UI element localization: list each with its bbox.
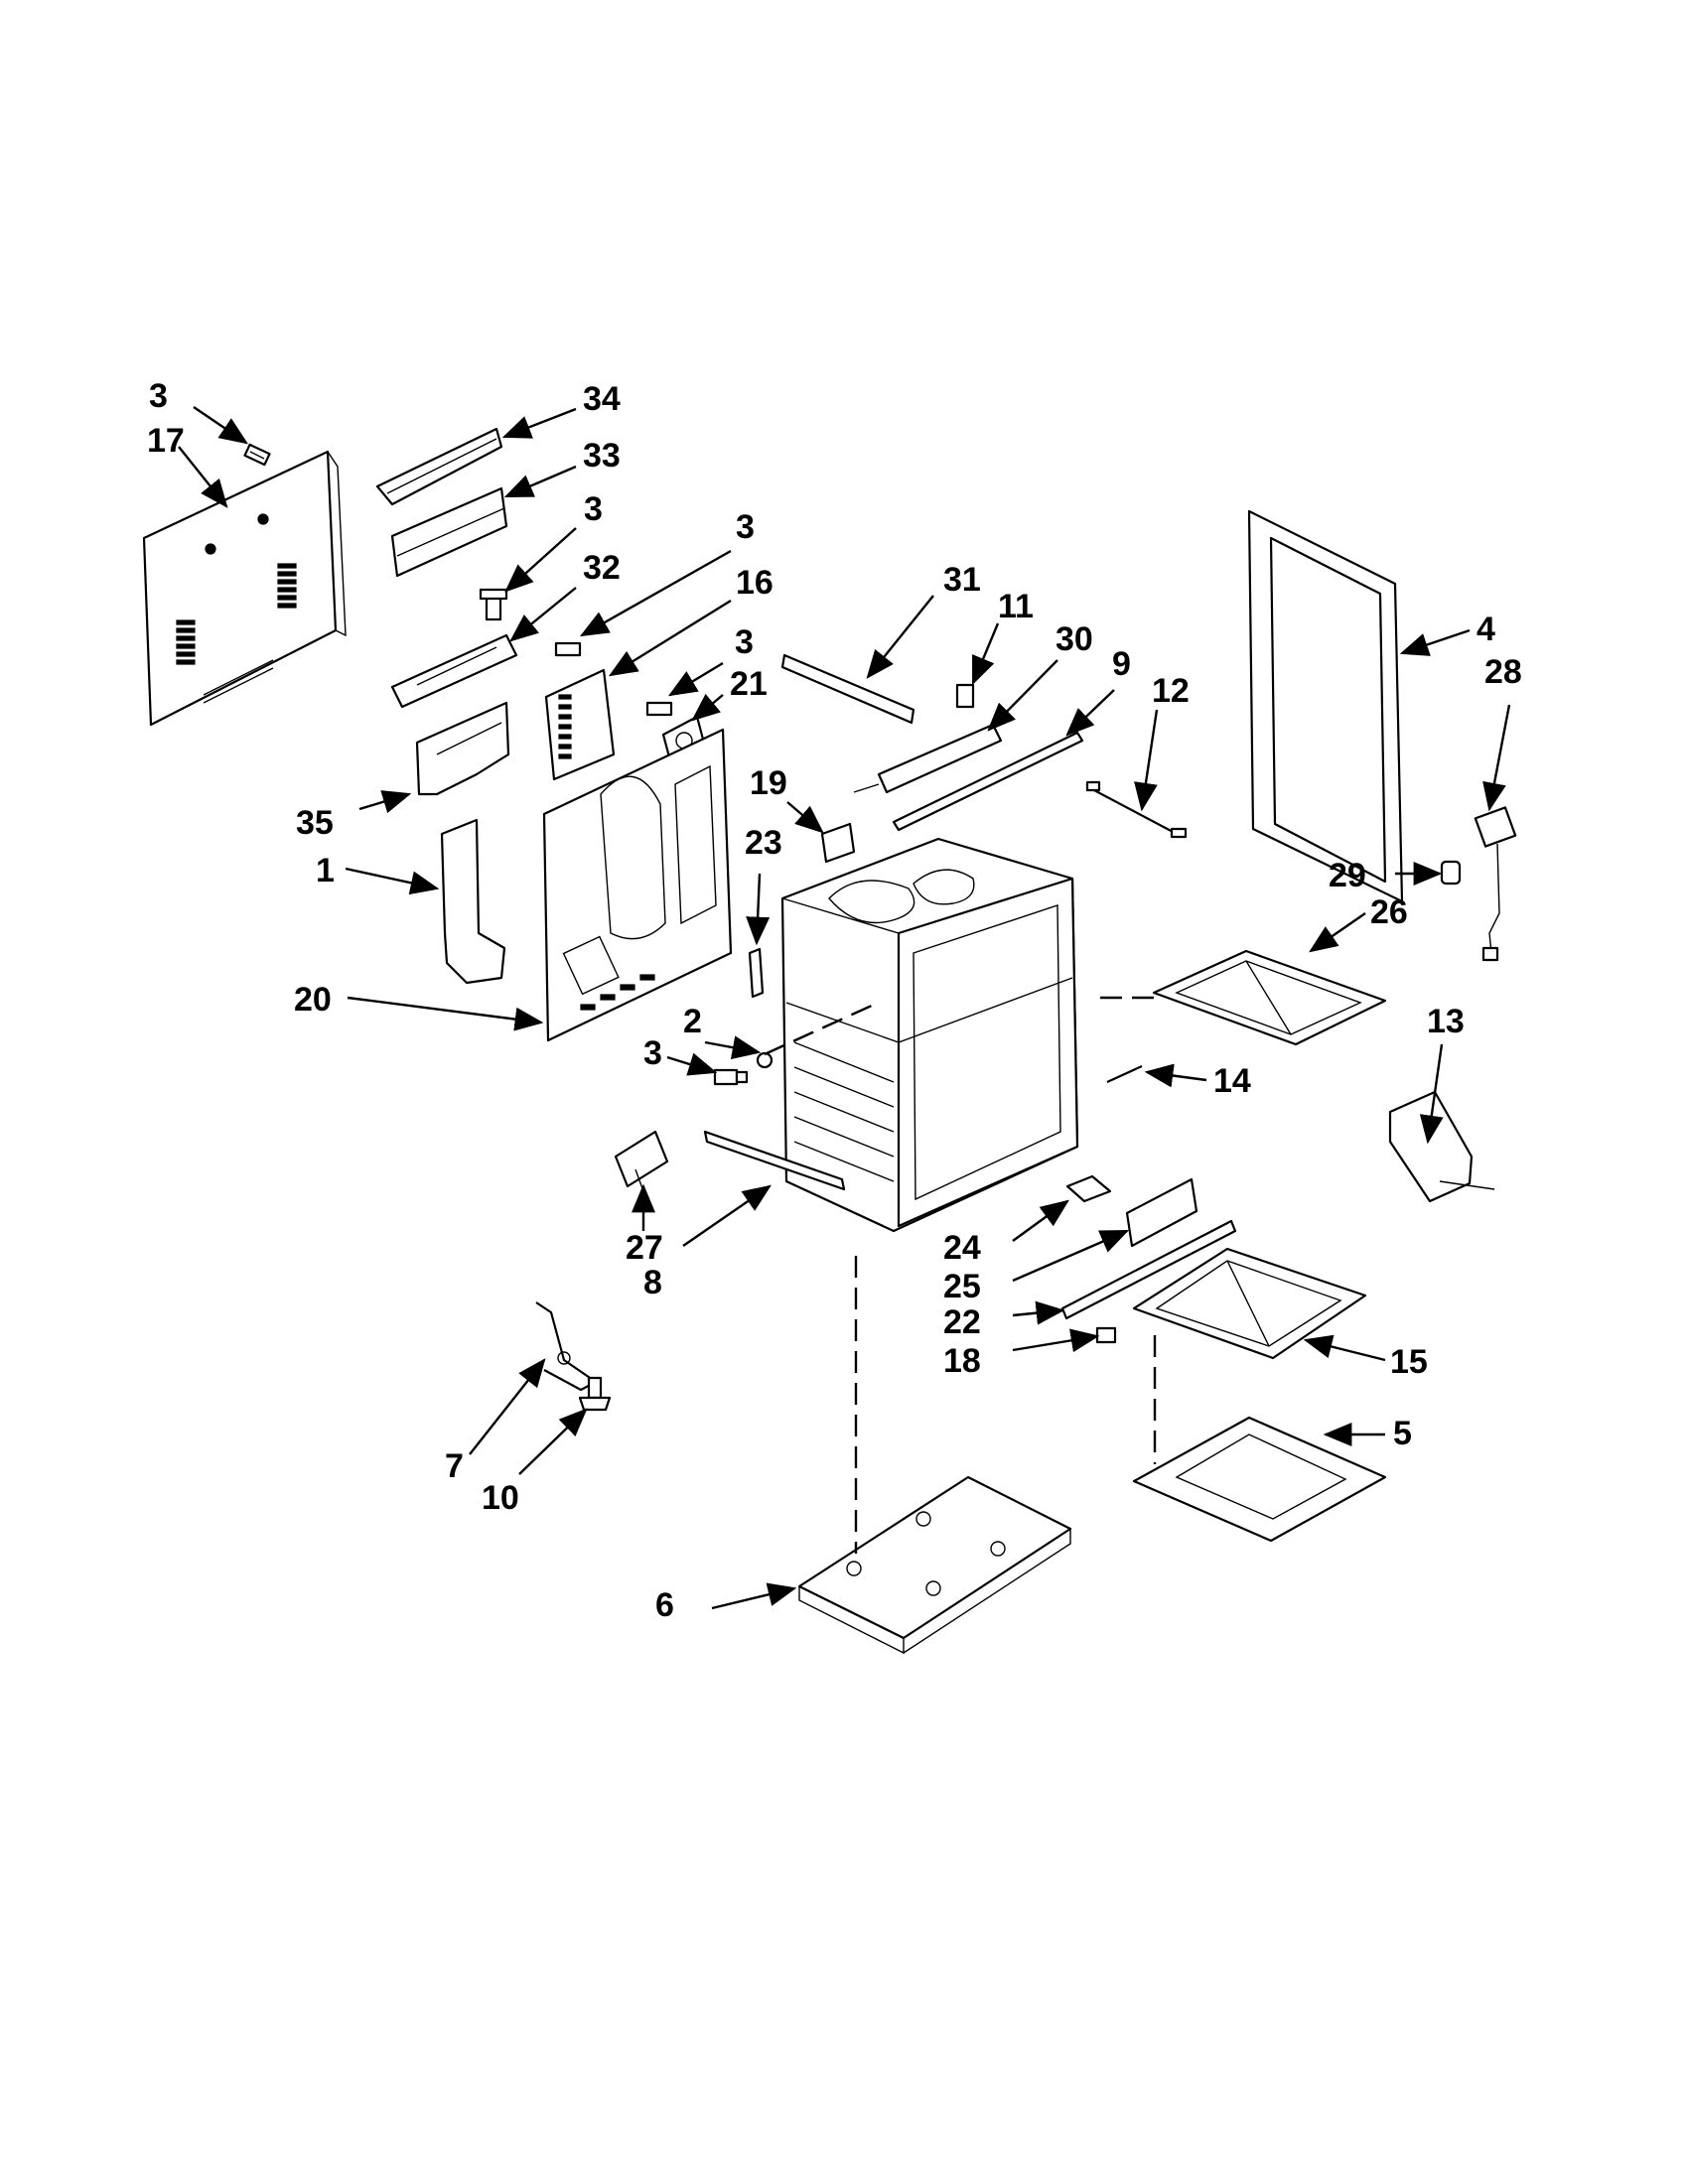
callout-27: 27: [626, 1229, 663, 1267]
washer-part-2: [756, 1051, 774, 1069]
screw-part-3-left-16: [554, 641, 582, 657]
control-bracket-part-30: [853, 723, 1003, 794]
callout-32: 32: [583, 549, 621, 587]
callout-10: 10: [482, 1479, 519, 1517]
callout-23: 23: [745, 824, 782, 862]
strip-part-23: [748, 947, 765, 999]
bracket-part-13: [1388, 1090, 1495, 1203]
rod-part-9: [892, 731, 1084, 832]
tray-part-26: [1152, 949, 1387, 1046]
callout-7: 7: [445, 1447, 464, 1485]
vent-trim-part-34: [375, 427, 503, 506]
callout-3: 3: [149, 377, 168, 415]
wire-part-28: [1474, 806, 1517, 962]
callout-6: 6: [655, 1586, 674, 1624]
strip-part-8: [703, 1130, 846, 1191]
callout-1: 1: [316, 852, 335, 889]
leveling-leg-part-10: [578, 1376, 612, 1412]
vent-bracket-part-32: [390, 633, 518, 709]
screw-part-11: [955, 683, 975, 709]
rod-part-22: [1060, 1219, 1237, 1320]
screw-part-3-upper-mid: [479, 588, 508, 621]
base-tray-part-5: [1132, 1416, 1387, 1543]
callout-35: 35: [296, 804, 334, 842]
deflector-part-35: [415, 701, 510, 796]
callout-3: 3: [735, 623, 754, 661]
rail-part-25: [1125, 1177, 1198, 1248]
oven-cavity: [780, 837, 1079, 1233]
screw-part-3-lower: [713, 1068, 749, 1086]
callout-13: 13: [1427, 1003, 1465, 1040]
callout-8: 8: [643, 1264, 662, 1301]
vent-panel-part-16: [544, 668, 616, 781]
door-gasket-part-4: [1247, 509, 1404, 903]
screw-part-18: [1095, 1326, 1117, 1344]
callout-labels: 3 17 34 33 3 32 3 16 3 21 31 11 30 9 12 …: [147, 377, 1522, 1624]
callout-30: 30: [1055, 620, 1093, 658]
callout-24: 24: [943, 1229, 981, 1267]
callout-9: 9: [1112, 645, 1131, 683]
leader-arrows: [178, 406, 1511, 1610]
callout-34: 34: [583, 380, 621, 418]
block-part-24: [1065, 1174, 1112, 1203]
sensor-part-12: [1085, 780, 1188, 839]
callout-19: 19: [750, 764, 787, 802]
callout-14: 14: [1213, 1062, 1251, 1100]
side-panel-part-20: [542, 728, 733, 1042]
callout-11: 11: [998, 588, 1034, 625]
knob-part-29: [1440, 860, 1462, 886]
rail-part-31: [780, 653, 915, 725]
callout-16: 16: [736, 564, 774, 602]
callout-25: 25: [943, 1268, 981, 1305]
leveling-bracket-part-7: [535, 1301, 598, 1392]
callout-3: 3: [584, 490, 603, 528]
vent-duct-part-33: [390, 486, 508, 578]
screw-part-3-upper-left: [243, 443, 271, 467]
callout-15: 15: [1390, 1343, 1428, 1381]
pin-part-14: [1106, 1064, 1143, 1084]
assembly-line-screw-to-cavity: [764, 1003, 875, 1056]
callout-17: 17: [147, 422, 185, 460]
callout-21: 21: [730, 665, 768, 703]
callout-3: 3: [736, 508, 755, 546]
callout-3: 3: [643, 1034, 662, 1072]
callout-33: 33: [583, 437, 621, 475]
callout-12: 12: [1152, 672, 1190, 710]
duct-part-1: [440, 818, 506, 985]
bracket-part-27: [614, 1130, 669, 1192]
callout-18: 18: [943, 1342, 981, 1380]
callout-26: 26: [1370, 893, 1408, 931]
callout-28: 28: [1484, 653, 1522, 691]
callout-2: 2: [683, 1003, 702, 1040]
tray-part-15: [1132, 1247, 1367, 1360]
callout-5: 5: [1393, 1415, 1412, 1452]
callout-29: 29: [1329, 857, 1366, 894]
screw-part-3-near-21: [645, 701, 673, 717]
callout-20: 20: [294, 981, 332, 1019]
callout-4: 4: [1477, 611, 1495, 648]
rear-panel-part-17: [142, 450, 347, 727]
callout-22: 22: [943, 1303, 981, 1341]
bracket-part-19: [820, 822, 856, 864]
bottom-panel-part-6: [797, 1475, 1072, 1655]
callout-31: 31: [943, 561, 981, 599]
